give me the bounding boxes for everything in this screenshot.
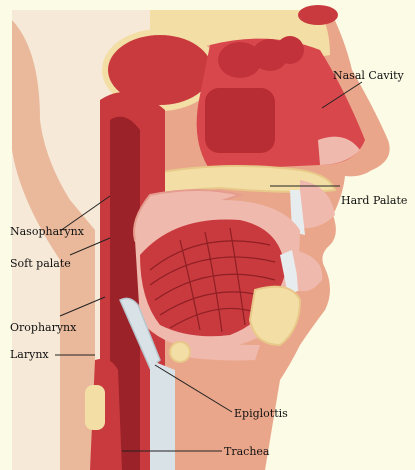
vertebra <box>85 385 105 430</box>
label-oropharynx: Oropharynx <box>10 322 76 333</box>
label-larynx: Larynx <box>10 349 49 360</box>
label-nasopharynx: Nasopharynx <box>10 226 84 237</box>
label-hard-palate: Hard Palate <box>341 195 407 206</box>
hyoid-bone <box>170 342 190 362</box>
larynx-cartilage <box>150 360 175 470</box>
frontal-sinus <box>298 5 338 25</box>
turbinate-3 <box>276 36 304 64</box>
label-soft-palate: Soft palate <box>10 258 71 269</box>
label-epiglottis: Epiglottis <box>234 408 288 419</box>
label-nasal-cavity: Nasal Cavity <box>333 70 404 81</box>
turbinate-lower <box>205 88 275 153</box>
label-trachea: Trachea <box>224 446 269 457</box>
